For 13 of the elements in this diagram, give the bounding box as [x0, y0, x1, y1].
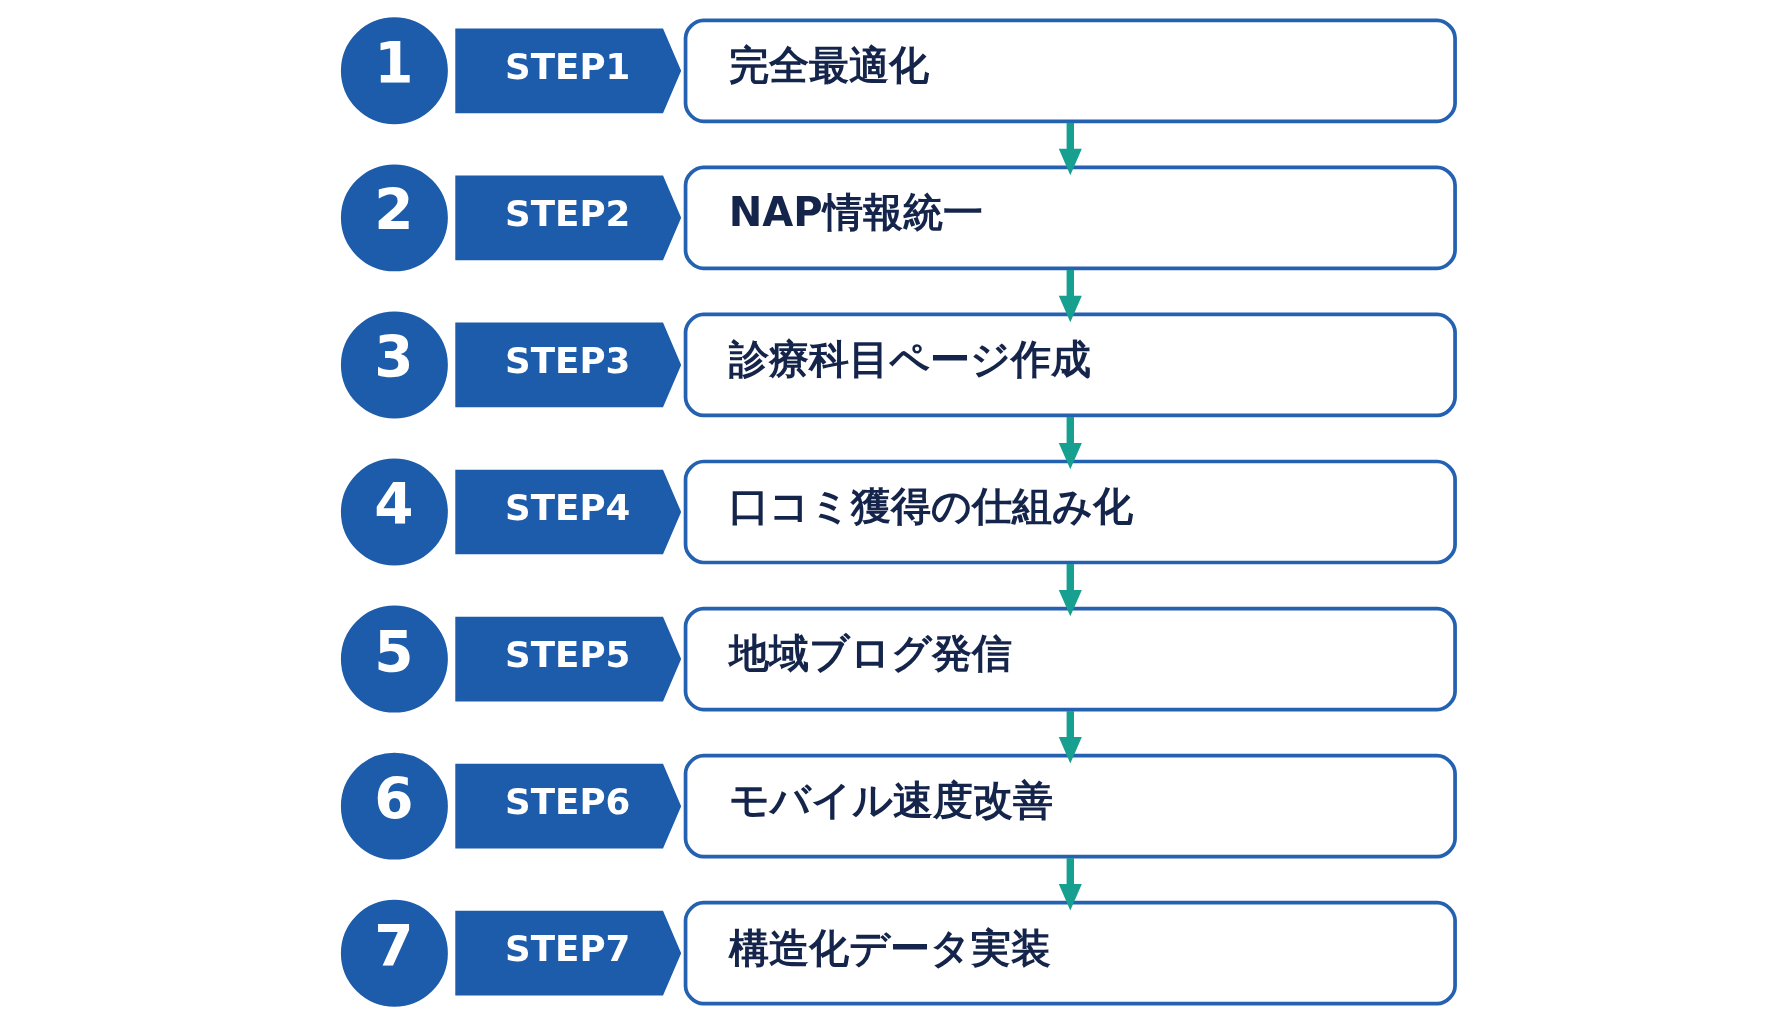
arrow — [1058, 269, 1082, 323]
arrow — [1058, 122, 1082, 176]
node-box: 構造化データ実装 — [683, 900, 1457, 1006]
arrow — [1058, 858, 1082, 911]
arrow — [1058, 711, 1082, 764]
node-box: 完全最適化 — [683, 18, 1457, 124]
node-box: 地域ブログ発信 — [683, 606, 1457, 712]
node-box: モバイル速度改善 — [683, 753, 1457, 859]
arrow — [1058, 564, 1082, 617]
node-box: 診療科目ページ作成 — [683, 312, 1457, 418]
node-box: 口コミ獲得の仕組み化 — [683, 459, 1457, 565]
node-box: NAP情報統一 — [683, 165, 1457, 271]
arrow — [1058, 416, 1082, 470]
